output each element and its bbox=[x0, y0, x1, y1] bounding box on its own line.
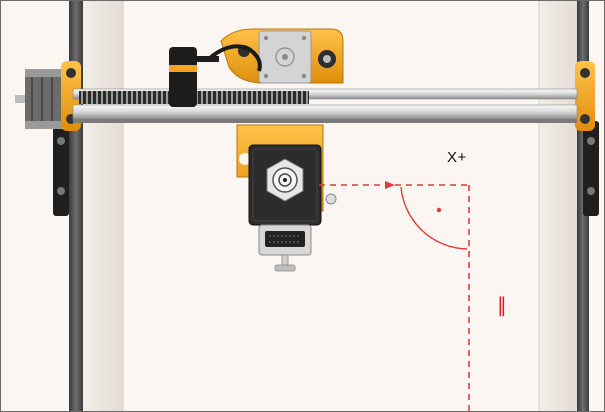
arrow-right-icon bbox=[385, 181, 395, 189]
alignment-guides bbox=[319, 181, 470, 411]
x-stepper-motor bbox=[25, 69, 65, 129]
x-axis-label: X+ bbox=[447, 149, 467, 166]
left-end-block bbox=[53, 121, 69, 216]
left-side-panel bbox=[83, 1, 123, 411]
lower-guide-rod bbox=[72, 104, 578, 120]
right-angle-dot bbox=[436, 207, 442, 213]
right-orange-bracket bbox=[575, 61, 595, 131]
parallel-symbol: ∥ bbox=[497, 293, 507, 317]
right-end-block bbox=[583, 121, 599, 216]
cable-clamp bbox=[169, 47, 197, 107]
cable bbox=[209, 44, 262, 72]
right-side-panel bbox=[539, 1, 577, 411]
right-angle-arc bbox=[400, 186, 468, 250]
upper-guide-rod bbox=[72, 88, 578, 100]
